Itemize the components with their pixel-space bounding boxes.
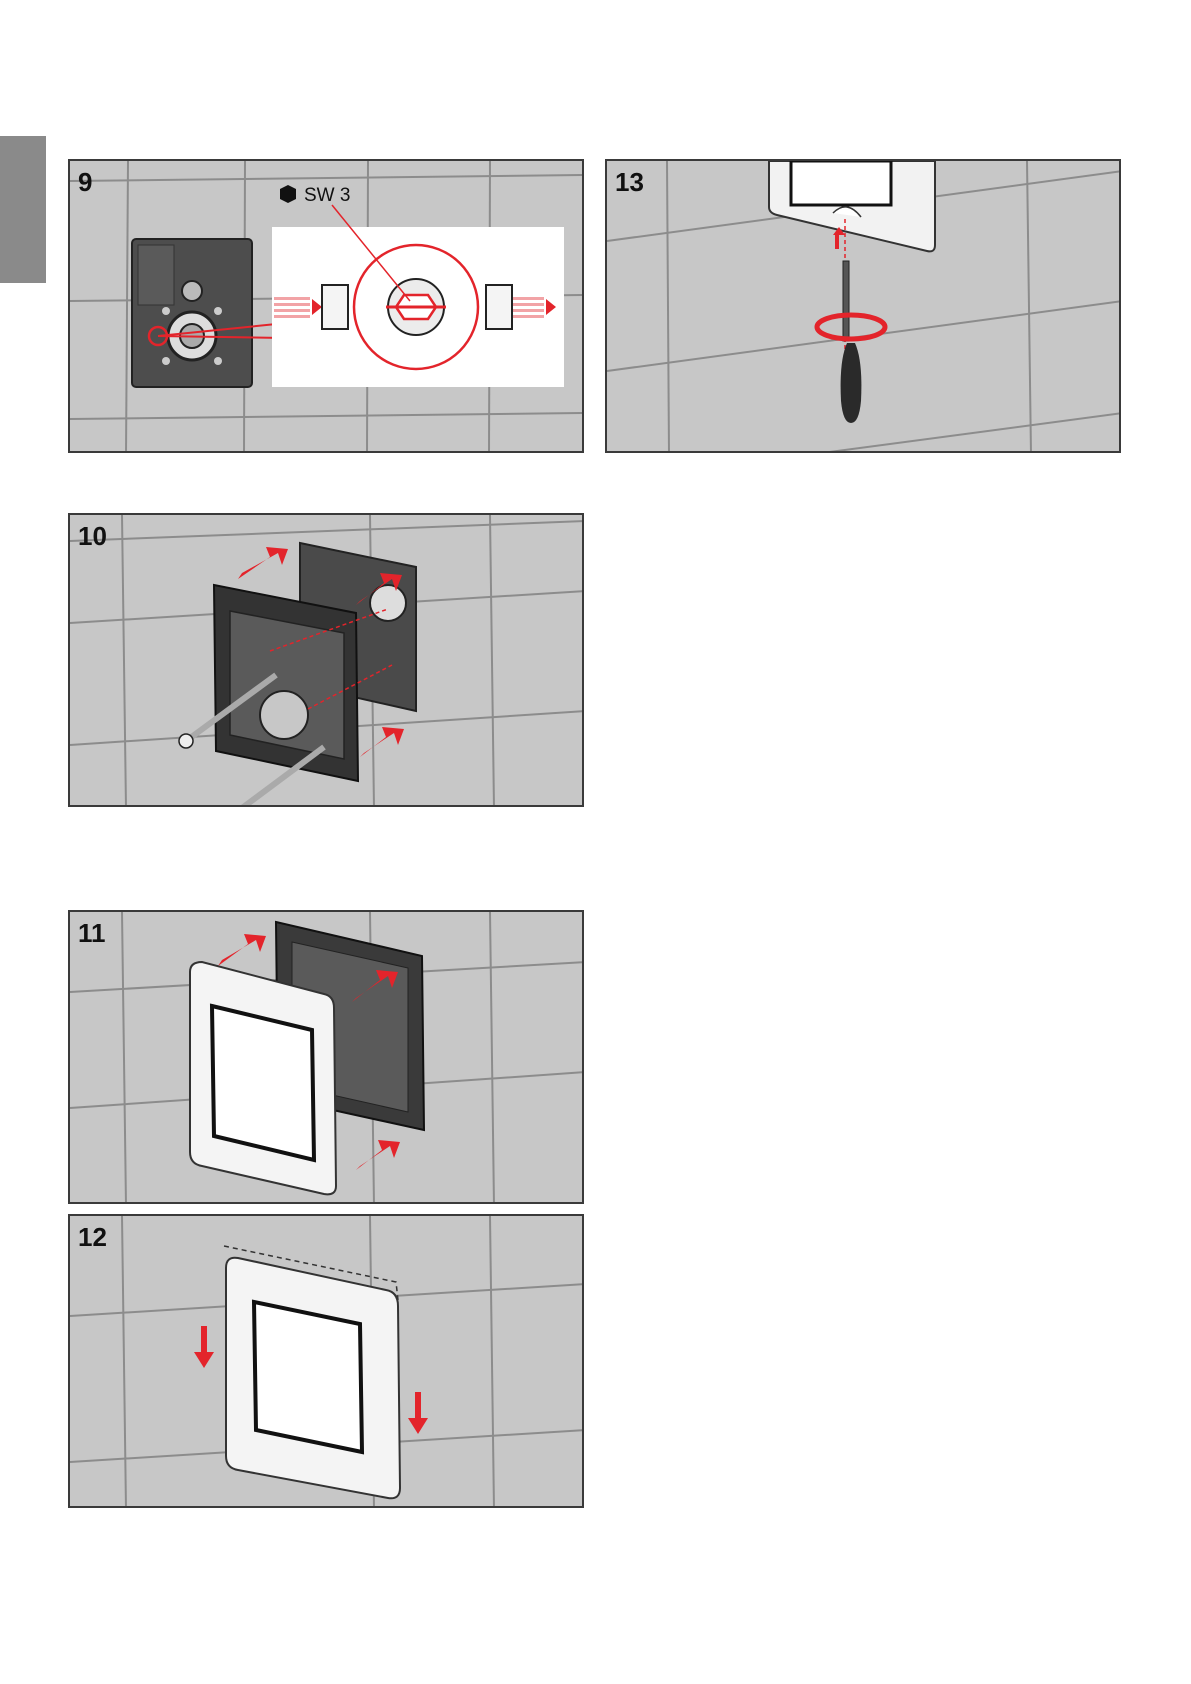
section-tab — [0, 136, 46, 283]
step-9-illustration: 9 SW 3 — [68, 159, 584, 453]
wrench-size-label: SW 3 — [304, 185, 350, 207]
step-13-illustration: 13 — [605, 159, 1121, 453]
step-13-number: 13 — [615, 167, 644, 198]
step-10-drawing — [70, 515, 584, 807]
step-11-number: 11 — [78, 918, 106, 949]
step-13-drawing — [607, 161, 1121, 453]
step-10-number: 10 — [78, 521, 107, 552]
step-12-number: 12 — [78, 1222, 107, 1253]
step-12-illustration: 12 — [68, 1214, 584, 1508]
step-11-illustration: 11 — [68, 910, 584, 1204]
step-10-illustration: 10 — [68, 513, 584, 807]
step-9-number: 9 — [78, 167, 92, 198]
step-11-drawing — [70, 912, 584, 1204]
step-12-drawing — [70, 1216, 584, 1508]
